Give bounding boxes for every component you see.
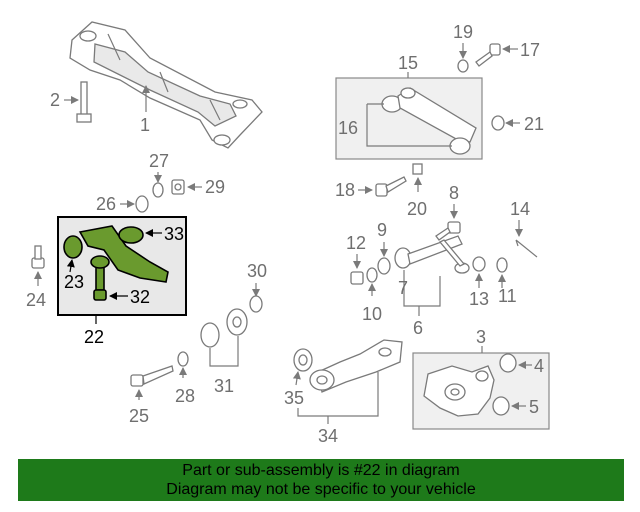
callout-12: 12	[346, 233, 366, 253]
washer-11	[496, 257, 508, 273]
callout-1: 1	[140, 115, 150, 135]
callout-24: 24	[26, 290, 46, 310]
callout-21: 21	[524, 114, 544, 134]
knuckle-3	[423, 365, 495, 417]
bolt-8	[435, 221, 461, 241]
cotter-pin-14	[515, 239, 538, 258]
callout-35: 35	[284, 388, 304, 408]
callout-5: 5	[529, 397, 539, 417]
trailing-arm-34	[309, 339, 403, 393]
bushing-13	[472, 256, 486, 272]
callout-23: 23	[64, 272, 84, 292]
callout-22: 22	[84, 327, 104, 347]
callout-2: 2	[50, 90, 60, 110]
callout-26: 26	[96, 194, 116, 214]
callout-4: 4	[534, 356, 544, 376]
callout-11: 11	[498, 286, 517, 306]
info-banner: Part or sub-assembly is #22 in diagram D…	[18, 459, 624, 501]
banner-line-2: Diagram may not be specific to your vehi…	[166, 481, 476, 498]
nut-29	[171, 179, 185, 195]
callout-6: 6	[413, 318, 423, 338]
callout-15: 15	[398, 53, 418, 73]
washer-26	[135, 195, 149, 213]
callout-19: 19	[453, 22, 473, 42]
callout-33: 33	[164, 224, 184, 244]
callout-7: 7	[398, 278, 408, 298]
callout-34: 34	[318, 426, 338, 446]
callout-32: 32	[130, 287, 150, 307]
lower-control-arm-22	[63, 225, 169, 301]
nut-20	[412, 163, 423, 175]
bushing-4	[499, 353, 517, 373]
callout-17: 17	[520, 40, 540, 60]
callout-3: 3	[476, 327, 486, 347]
washer-27	[152, 182, 164, 198]
lateral-link-6	[394, 235, 470, 274]
washer-9	[377, 257, 391, 275]
bolt-25	[130, 365, 174, 387]
upper-link-15	[381, 87, 477, 155]
subframe-crossmember	[69, 21, 263, 149]
banner-line-1: Part or sub-assembly is #22 in diagram	[182, 462, 460, 479]
bushing-35	[293, 348, 313, 372]
bolt-17	[475, 43, 501, 67]
bushing-5	[492, 396, 510, 416]
bushing-21	[491, 115, 505, 131]
callout-30: 30	[247, 261, 267, 281]
callout-29: 29	[205, 177, 225, 197]
nut-12	[350, 271, 364, 285]
callout-31: 31	[214, 376, 234, 396]
washer-28	[177, 351, 189, 367]
callout-16: 16	[338, 118, 358, 138]
bolt-24	[31, 245, 45, 269]
callout-9: 9	[377, 220, 387, 240]
callout-8: 8	[449, 183, 459, 203]
bushing-pair-31	[200, 308, 248, 348]
callout-10: 10	[362, 304, 382, 324]
washer-10	[366, 267, 378, 283]
long-bolt	[76, 81, 92, 123]
callout-27: 27	[149, 151, 169, 171]
callout-20: 20	[407, 199, 427, 219]
callout-25: 25	[129, 406, 149, 426]
callout-14: 14	[510, 199, 530, 219]
bolt-18	[375, 176, 407, 197]
nut-30	[249, 295, 263, 313]
nut-19	[457, 59, 469, 73]
callout-13: 13	[469, 289, 489, 309]
callout-18: 18	[335, 180, 355, 200]
callout-28: 28	[175, 386, 195, 406]
